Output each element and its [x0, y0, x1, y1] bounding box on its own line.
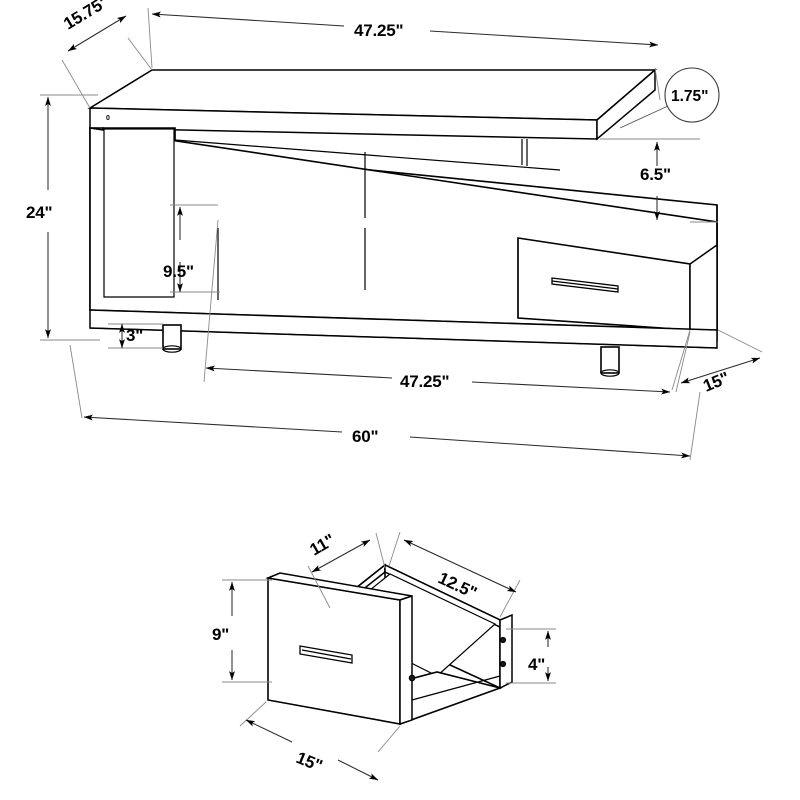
dim-leg-height: 3": [108, 323, 163, 349]
open-bay-upper: [174, 139, 561, 218]
dim-top-shelf-length: 47.25": [147, 7, 661, 101]
panel-mark: 0: [106, 115, 110, 122]
dim-label-15-drawer: 15": [294, 748, 326, 775]
drawer-view: 11" 12.5" 9": [212, 530, 556, 781]
leg-right: [600, 346, 620, 377]
callout-circle-1-75: [664, 67, 720, 123]
drawer-detail-handle-icon[interactable]: [299, 645, 353, 664]
drawer-handle-icon[interactable]: [551, 277, 619, 293]
open-bay-left: [103, 128, 175, 298]
dim-label-15-depth: 15": [700, 368, 732, 395]
dim-overall-length: 60": [69, 344, 701, 461]
dim-label-4: 4": [528, 655, 545, 674]
dim-gap-between-shelves: 6.5": [600, 138, 718, 223]
dim-label-3: 3": [126, 326, 143, 345]
dim-drawer-front-height: 9": [212, 579, 272, 683]
dim-label-11: 11": [307, 530, 339, 559]
dim-label-47-25-bottom: 47.25": [400, 372, 449, 391]
dim-label-60: 60": [352, 427, 378, 446]
cabinet-base: [89, 309, 718, 349]
cabinet-drawer-front[interactable]: [517, 237, 691, 331]
dim-top-shelf-thickness: 1.75": [619, 67, 720, 129]
dim-label-9: 9": [212, 625, 229, 644]
dim-drawer-box-height: 4": [506, 628, 556, 684]
drawer-front-panel[interactable]: [265, 572, 413, 726]
assembly-view: 0: [26, 0, 763, 461]
top-shelf: [87, 68, 658, 141]
dim-overall-height: 24": [26, 94, 100, 341]
drawer-side-screw: [408, 674, 416, 682]
dim-label-24: 24": [26, 203, 52, 222]
dim-label-1-75: 1.75": [671, 88, 709, 105]
open-bay-middle: [217, 228, 366, 300]
dim-label-9-5: 9.5": [163, 262, 194, 281]
dim-cabinet-length: 47.25": [203, 219, 691, 395]
shelf-support-post: [521, 139, 528, 166]
drawer-cam-lock-top: [499, 636, 507, 644]
leg-left: [162, 324, 182, 353]
dim-label-6-5: 6.5": [640, 165, 671, 184]
drawer-cam-lock-bottom: [499, 660, 507, 668]
dim-label-47-25-top: 47.25": [354, 21, 403, 40]
